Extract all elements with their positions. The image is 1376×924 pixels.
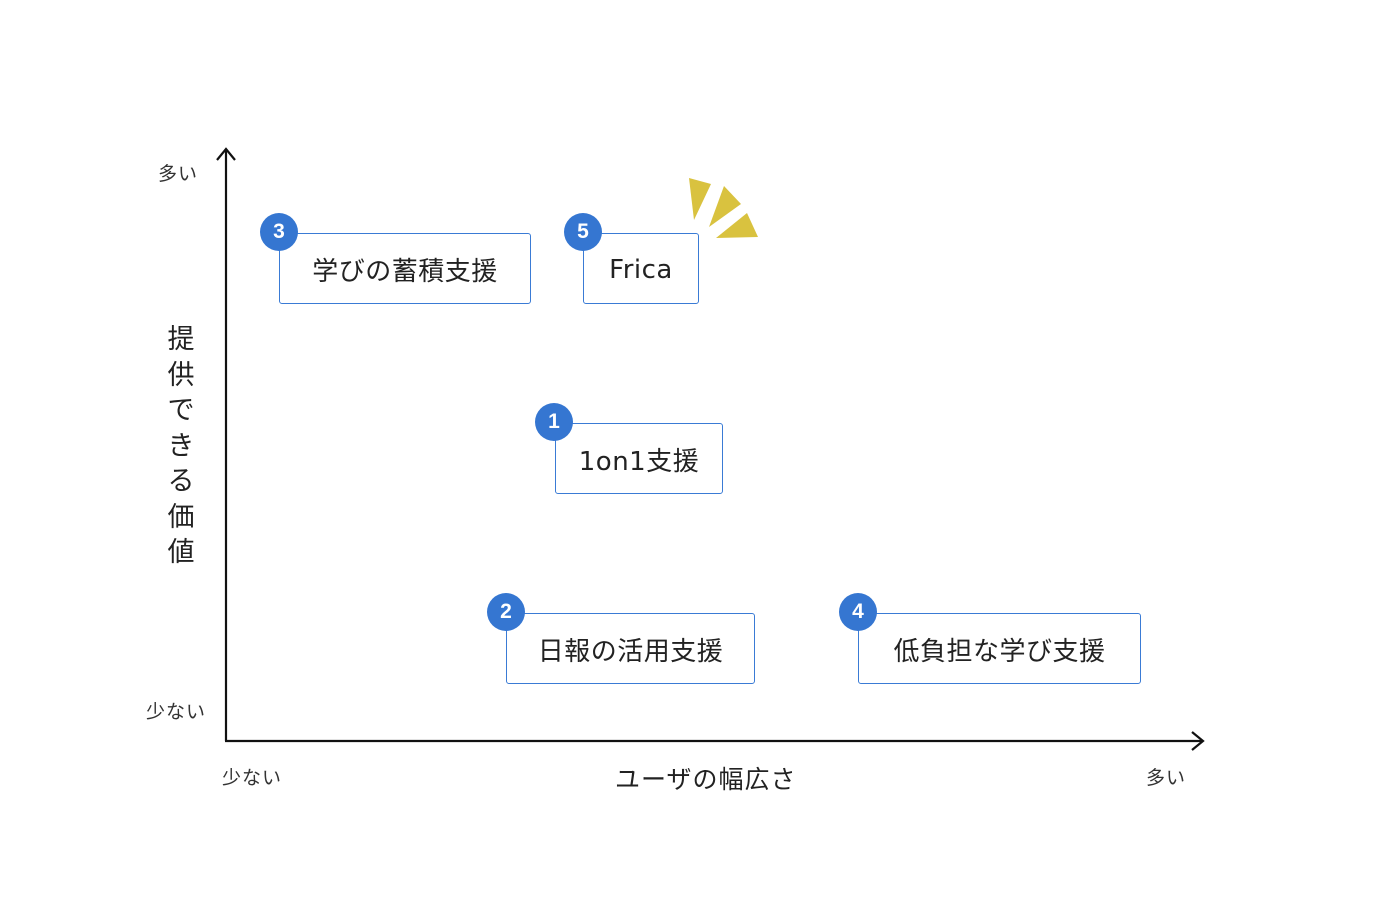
y-axis-high-label: 多い [158,163,199,185]
x-axis-title: ユーザの幅広さ [615,765,797,794]
y-axis-low-label: 少ない [146,701,207,723]
item-label: 低負担な学び支援 [893,637,1106,667]
item-label: Frica [609,254,673,285]
item-number-badge: 4 [839,593,877,631]
item-number-badge: 5 [564,213,602,251]
sparkle-icon [689,178,758,238]
item-label: 1on1支援 [578,447,700,477]
x-axis-high-label: 多い [1146,767,1187,789]
x-axis [225,731,1205,751]
y-axis [216,147,236,741]
x-axis-low-label: 少ない [222,767,283,789]
item-box-frica: Frica [583,233,699,304]
y-axis-title: 提供できる価値 [167,324,195,568]
item-box-learning-accumulation: 学びの蓄積支援 [279,233,531,304]
item-number-badge: 2 [487,593,525,631]
item-box-low-burden-learning: 低負担な学び支援 [858,613,1141,684]
item-box-1on1-support: 1on1支援 [555,423,723,494]
item-label: 日報の活用支援 [537,637,724,667]
item-label: 学びの蓄積支援 [312,257,498,287]
item-number-badge: 1 [535,403,573,441]
item-box-daily-report-support: 日報の活用支援 [506,613,755,684]
item-number-badge: 3 [260,213,298,251]
